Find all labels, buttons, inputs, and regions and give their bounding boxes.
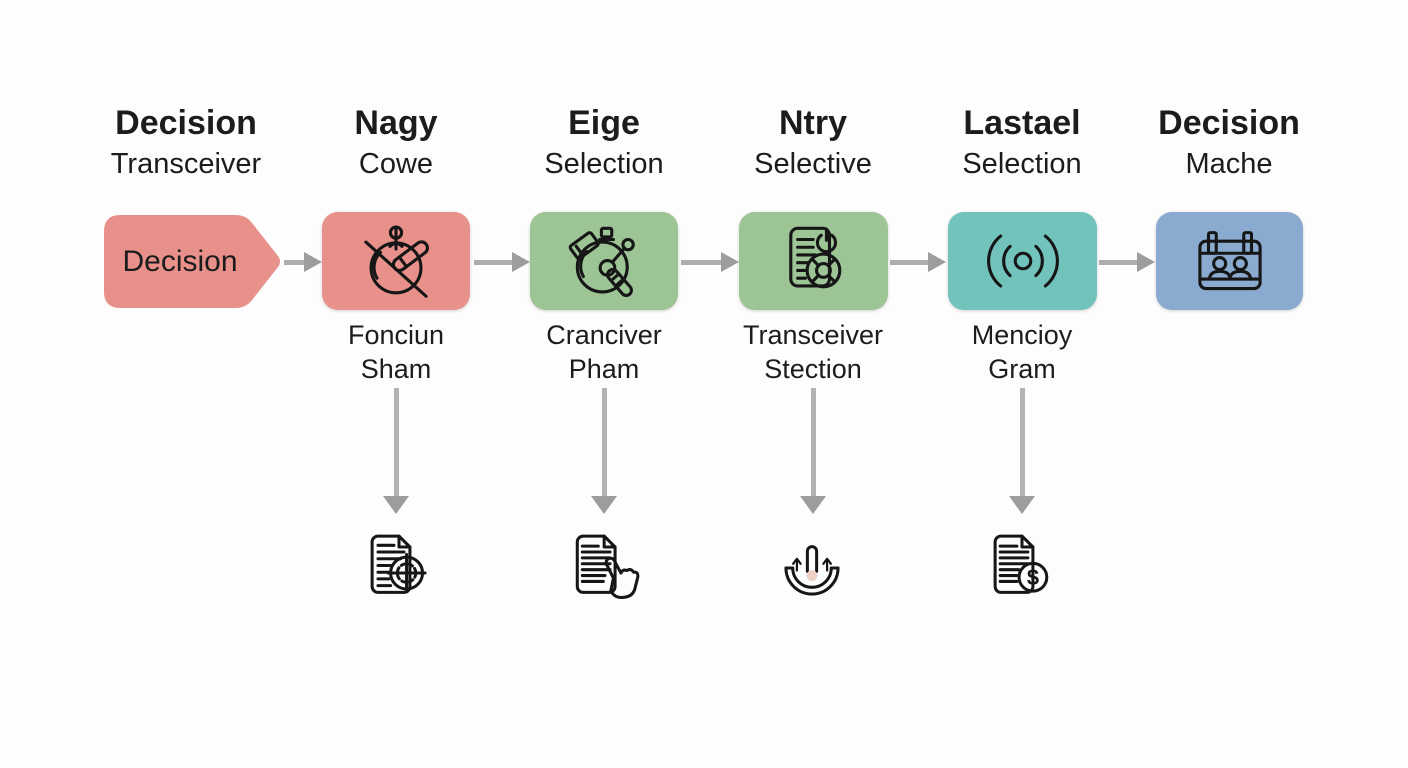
document-power-wheel-icon [788,226,841,289]
stage-box-3 [530,212,678,310]
stage-subtitle: Cowe [358,148,434,180]
connector-arrow-4 [890,252,946,272]
stage-header-3: Eige Selection [484,102,724,184]
stage-header-6: Decision Mache [1109,102,1349,184]
bottom-icon-2 [357,526,441,610]
document-pointer-icon [575,534,640,599]
stage-subtitle: Transceiver [110,148,262,180]
stage-title: Decision [1158,104,1300,142]
calendar-people-icon [1197,231,1262,291]
down-arrow-5 [1009,388,1035,514]
stage-title: Nagy [354,104,438,142]
sublabel-line: Transceiver [742,320,884,350]
arrow-tag-label: Decision [122,244,238,278]
connector-arrow-1 [284,252,322,272]
sublabel-line: Gram [988,354,1056,384]
stage-title: Eige [568,104,640,142]
stage-subtitle: Selection [962,148,1082,180]
bottom-icon-4 [770,526,854,610]
stage-header-5: Lastael Selection [902,102,1142,184]
down-arrow-3 [591,388,617,514]
sublabel-line: Stection [764,354,862,384]
stage-sublabel-3: Cranciver Pham [484,318,724,386]
stage-box-6 [1156,212,1303,310]
sublabel-line: Mencioy [971,320,1073,350]
connector-arrow-2 [474,252,530,272]
sublabel-line: Cranciver [546,320,662,350]
stage-title: Ntry [778,104,848,142]
dollar-glyph: $ [1027,565,1039,590]
stage-header-1: Decision Transceiver [66,102,306,184]
stage-subtitle: Mache [1185,148,1273,180]
stage-header-4: Ntry Selective [693,102,933,184]
stage-sublabel-2: Fonciun Sham [276,318,516,386]
stage-sublabel-4: Transceiver Stection [693,318,933,386]
bottom-icon-3 [563,526,647,610]
connector-arrow-3 [681,252,739,272]
launch-dial-icon [784,545,840,596]
bottom-icon-5: $ [980,526,1064,610]
document-dollar-icon: $ [993,534,1049,594]
compass-pen-icon [364,225,430,298]
stage-title: Decision [115,104,257,142]
down-arrow-4 [800,388,826,514]
connector-arrow-5 [1099,252,1155,272]
stage-subtitle: Selection [544,148,664,180]
stage-subtitle: Selective [754,148,872,180]
stage-sublabel-5: Mencioy Gram [902,318,1142,386]
stopwatch-ruler-tag-icon [568,226,635,297]
sublabel-line: Fonciun [347,320,445,350]
stage-header-2: Nagy Cowe [276,102,516,184]
stage-box-4 [739,212,888,310]
sublabel-line: Pham [568,354,640,384]
decision-arrow-tag: Decision [103,213,285,310]
arrow-tag-shape [104,215,280,308]
document-target-icon [370,534,427,594]
signal-waves-icon [986,234,1059,288]
stage-box-5 [948,212,1097,310]
stage-box-2 [322,212,470,310]
stage-title: Lastael [963,104,1081,142]
sublabel-line: Sham [360,354,432,384]
down-arrow-2 [383,388,409,514]
